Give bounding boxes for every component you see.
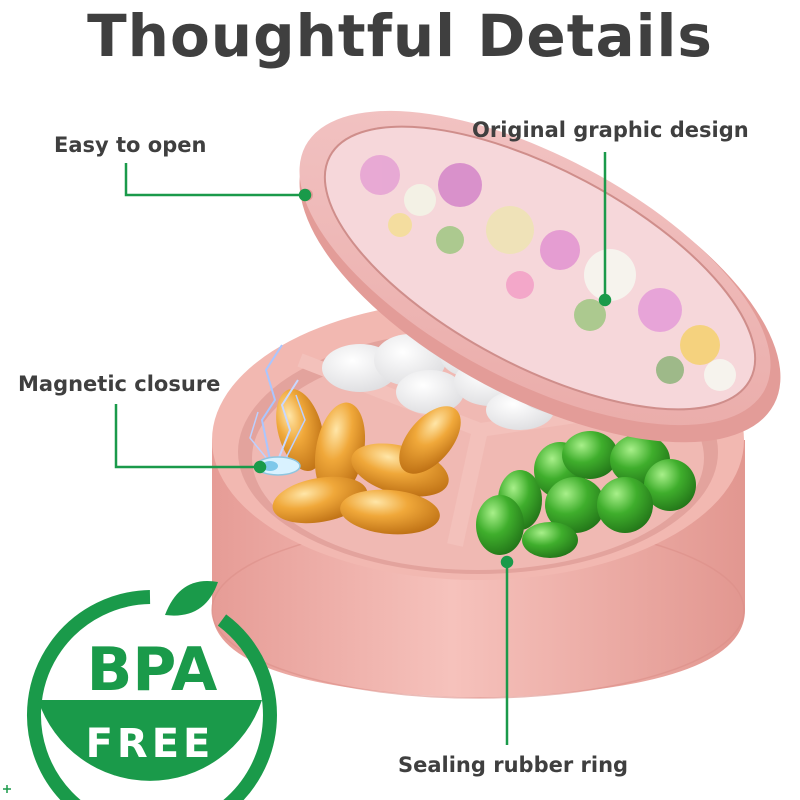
page-title: Thoughtful Details — [87, 2, 713, 70]
easy-open-line — [124, 163, 305, 197]
magnetic-line — [114, 404, 260, 469]
callout-lines — [114, 152, 612, 745]
pill-case-lid — [299, 110, 781, 443]
label-easy-to-open: Easy to open — [54, 133, 207, 157]
bpa-free-badge: BPA FREE — [27, 580, 277, 800]
plus-icon — [3, 785, 11, 793]
leaf-icon — [165, 580, 218, 616]
label-magnetic-closure: Magnetic closure — [18, 372, 221, 396]
badge-bpa-text: BPA — [87, 635, 218, 705]
magnet-spark — [249, 344, 306, 476]
label-original-graphic-design: Original graphic design — [472, 118, 749, 142]
badge-free-text: FREE — [86, 721, 215, 767]
green-tablets — [476, 431, 696, 558]
floral-pattern — [360, 155, 736, 391]
label-sealing-rubber-ring: Sealing rubber ring — [398, 753, 629, 777]
